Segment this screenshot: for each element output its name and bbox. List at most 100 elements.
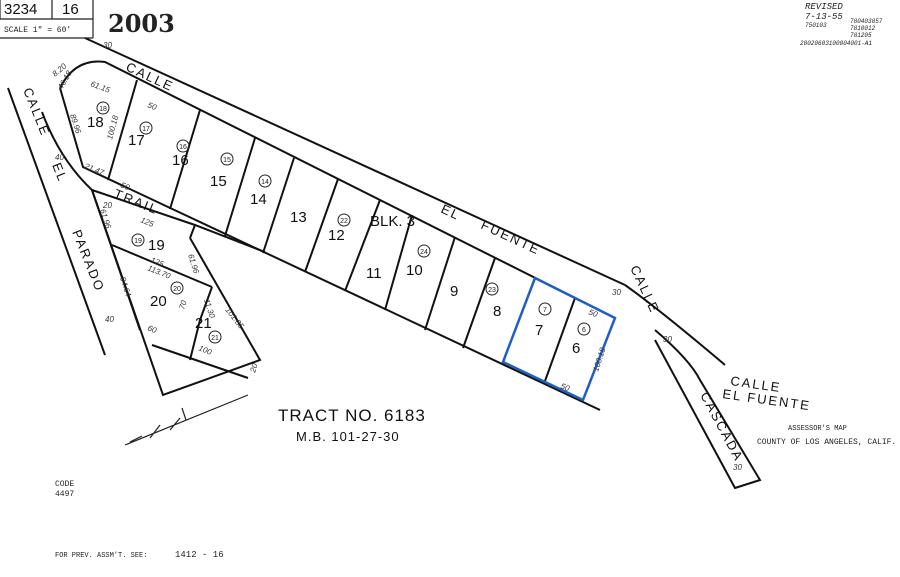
svg-text:70: 70	[177, 299, 188, 311]
parcel-circle: 24	[417, 244, 431, 258]
map-header-box: 3234 16 SCALE 1" = 60' 2003	[0, 0, 175, 39]
svg-text:50: 50	[559, 382, 571, 394]
svg-text:22: 22	[340, 218, 348, 225]
svg-text:101.85: 101.85	[223, 306, 245, 331]
street-lines	[7, 37, 762, 490]
map-book-reference: M.B. 101-27-30	[296, 429, 400, 444]
svg-text:61.96: 61.96	[98, 208, 113, 230]
svg-text:61.96: 61.96	[186, 253, 201, 275]
county-label: COUNTY OF LOS ANGELES, CALIF.	[757, 438, 896, 447]
street-width: 30	[733, 463, 742, 472]
svg-text:94.64: 94.64	[118, 276, 133, 298]
prev-assessment-label: FOR PREV. ASSM'T. SEE:	[55, 552, 147, 560]
tract-title: TRACT NO. 6183	[278, 406, 426, 425]
svg-text:50: 50	[146, 101, 158, 113]
lot-number: 7	[535, 322, 543, 339]
lot-number: 10	[406, 262, 423, 279]
svg-text:100: 100	[197, 344, 213, 358]
svg-text:6: 6	[582, 327, 586, 334]
parcel-circle: 6	[577, 322, 591, 336]
svg-text:7: 7	[543, 307, 547, 314]
parcel-circle: 23	[485, 282, 499, 296]
revision-note: 781205	[850, 32, 872, 39]
svg-text:60: 60	[146, 324, 158, 336]
lot-number: 11	[366, 265, 382, 282]
parcel-circle: 20	[170, 281, 184, 295]
svg-text:16: 16	[179, 144, 187, 151]
lot-number: 15	[210, 173, 227, 190]
code-value: 4497	[55, 490, 74, 499]
revision-notes: REVISED 7-13-55 750103 780403857 7810012…	[800, 2, 883, 47]
street-width: 40	[105, 315, 114, 324]
street-width: 30	[663, 335, 672, 344]
parcel-numbers: 18 17 16 15 14 22 24 23 7 6 19 20 21	[96, 101, 591, 344]
revised-label: REVISED	[805, 2, 843, 12]
revision-note: 750103	[805, 22, 827, 29]
scale-label: SCALE 1" = 60'	[4, 26, 71, 35]
svg-text:50: 50	[587, 308, 599, 320]
parcel-circle: 18	[96, 101, 110, 115]
svg-text:23: 23	[488, 287, 496, 294]
svg-text:21.47: 21.47	[82, 161, 105, 177]
svg-text:125: 125	[139, 216, 155, 230]
svg-text:21: 21	[211, 335, 219, 342]
prev-assessment-ref: 1412 - 16	[175, 550, 224, 560]
assessor-map-label: ASSESSOR'S MAP	[788, 425, 847, 433]
lot-number: 19	[148, 237, 165, 254]
street-el-parado: EL	[49, 161, 70, 185]
svg-text:20: 20	[173, 286, 181, 293]
svg-text:24: 24	[420, 249, 428, 256]
svg-text:17: 17	[142, 126, 150, 133]
lot-number: 12	[328, 227, 345, 244]
lot-number: 21	[195, 315, 212, 332]
lot-number: 13	[290, 209, 307, 226]
street-calle: CALLE	[124, 59, 177, 94]
parcel-circle: 15	[220, 152, 234, 166]
parcel-circle: 7	[538, 302, 552, 316]
revision-note: 7810012	[850, 25, 876, 32]
svg-text:50: 50	[119, 181, 131, 193]
lot-number: 6	[572, 340, 580, 357]
revised-date: 7-13-55	[805, 12, 843, 22]
street-trail: TRAIL	[112, 186, 161, 217]
street-calle-parado: CALLE	[20, 86, 53, 139]
parcel-circle: 22	[337, 213, 351, 227]
block-number: BLK. 3	[370, 213, 415, 230]
street-width: 40	[55, 153, 64, 162]
lot-number: 16	[172, 152, 189, 169]
code-label: CODE	[55, 480, 74, 489]
street-width: 20	[102, 201, 112, 210]
parcel-circle: 14	[258, 174, 272, 188]
svg-text:61.15: 61.15	[89, 79, 111, 94]
north-arrow-icon	[124, 394, 249, 446]
lot-numbers: 18 17 16 15 14 13 12 11 10 9 8 7 6 19 20…	[87, 114, 580, 357]
lot-number: 18	[87, 114, 104, 131]
lot-number: 17	[128, 132, 145, 149]
svg-text:15: 15	[223, 157, 231, 164]
street-width: 30	[612, 288, 621, 297]
parcel-circle: 21	[208, 330, 222, 344]
revision-note: 20020603100004001-A1	[800, 40, 872, 47]
map-book-number: 3234	[4, 1, 37, 18]
lot-number: 20	[150, 293, 167, 310]
street-width: 30	[103, 41, 112, 50]
parcel-circle: 19	[131, 233, 145, 247]
street-parado: PARADO	[69, 228, 108, 295]
parcel-circle: 17	[139, 121, 153, 135]
svg-text:100.18: 100.18	[591, 346, 607, 373]
lot-number: 8	[493, 303, 501, 320]
svg-text:20: 20	[248, 362, 260, 375]
svg-text:19: 19	[134, 238, 142, 245]
svg-text:18: 18	[99, 106, 107, 113]
street-el: EL	[439, 201, 463, 223]
lot-number: 9	[450, 283, 458, 300]
street-fuente: FUENTE	[479, 217, 543, 258]
year-label: 2003	[108, 9, 175, 38]
svg-text:14: 14	[261, 179, 269, 186]
highlighted-parcel-lots-6-7[interactable]	[501, 276, 617, 402]
svg-text:100.18: 100.18	[105, 114, 120, 140]
lot-number: 14	[250, 191, 267, 208]
street-label-calle: CALLE	[730, 373, 783, 395]
lot-lines	[91, 79, 576, 397]
